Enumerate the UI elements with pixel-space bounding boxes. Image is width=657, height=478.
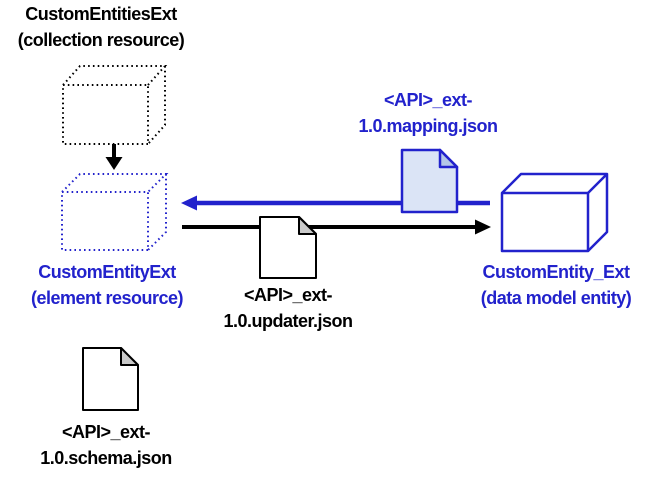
mapping-json-label-line1: <API>_ext-: [383, 90, 473, 110]
box-front-face: [500, 191, 590, 253]
updater-json-doc-icon: [259, 216, 317, 279]
updater-json-label-line2: 1.0.updater.json: [223, 311, 353, 331]
arrow-head: [475, 219, 491, 235]
box-top-right-faces: [501, 172, 609, 252]
box-front-face: [62, 84, 149, 145]
arrow-head: [181, 195, 197, 211]
element-resource-label-line1: CustomEntityExt: [38, 262, 176, 282]
element-resource-box-icon: [61, 173, 169, 251]
doc-folded-corner: [120, 347, 139, 366]
element-resource-label-line2: (element resource): [30, 288, 184, 308]
arrow-collection-to-element: [105, 144, 123, 170]
updater-json-label-line1: <API>_ext-: [243, 285, 333, 305]
box-top-right-faces: [61, 173, 169, 251]
box-top-right-faces: [62, 65, 168, 145]
collection-resource-box-icon: [62, 65, 168, 145]
doc-folded-corner: [298, 216, 317, 235]
collection-resource-label: CustomEntitiesExt (collection resource): [18, 1, 185, 53]
collection-resource-label-line1: CustomEntitiesExt: [25, 4, 177, 24]
data-model-entity-label: CustomEntity_Ext (data model entity): [481, 259, 632, 311]
doc-folded-corner: [438, 148, 459, 169]
schema-json-label-line1: <API>_ext-: [61, 422, 151, 442]
data-model-entity-label-line1: CustomEntity_Ext: [482, 262, 630, 282]
updater-json-label: <API>_ext- 1.0.updater.json: [223, 282, 353, 334]
schema-json-doc-icon: [82, 347, 139, 411]
schema-json-label-line2: 1.0.schema.json: [40, 448, 172, 468]
box-front-face: [61, 191, 149, 251]
collection-resource-label-line2: (collection resource): [17, 30, 185, 50]
schema-json-label: <API>_ext- 1.0.schema.json: [40, 419, 172, 471]
mapping-json-doc-icon: [400, 148, 459, 214]
arrow-element-to-data-model: [182, 219, 491, 235]
arrow-head: [105, 157, 123, 170]
element-resource-label: CustomEntityExt (element resource): [30, 259, 184, 311]
mapping-json-label-line2: 1.0.mapping.json: [358, 116, 498, 136]
data-model-entity-box-icon: [500, 172, 609, 253]
data-model-entity-label-line2: (data model entity): [480, 288, 632, 308]
mapping-json-label: <API>_ext- 1.0.mapping.json: [358, 87, 498, 139]
